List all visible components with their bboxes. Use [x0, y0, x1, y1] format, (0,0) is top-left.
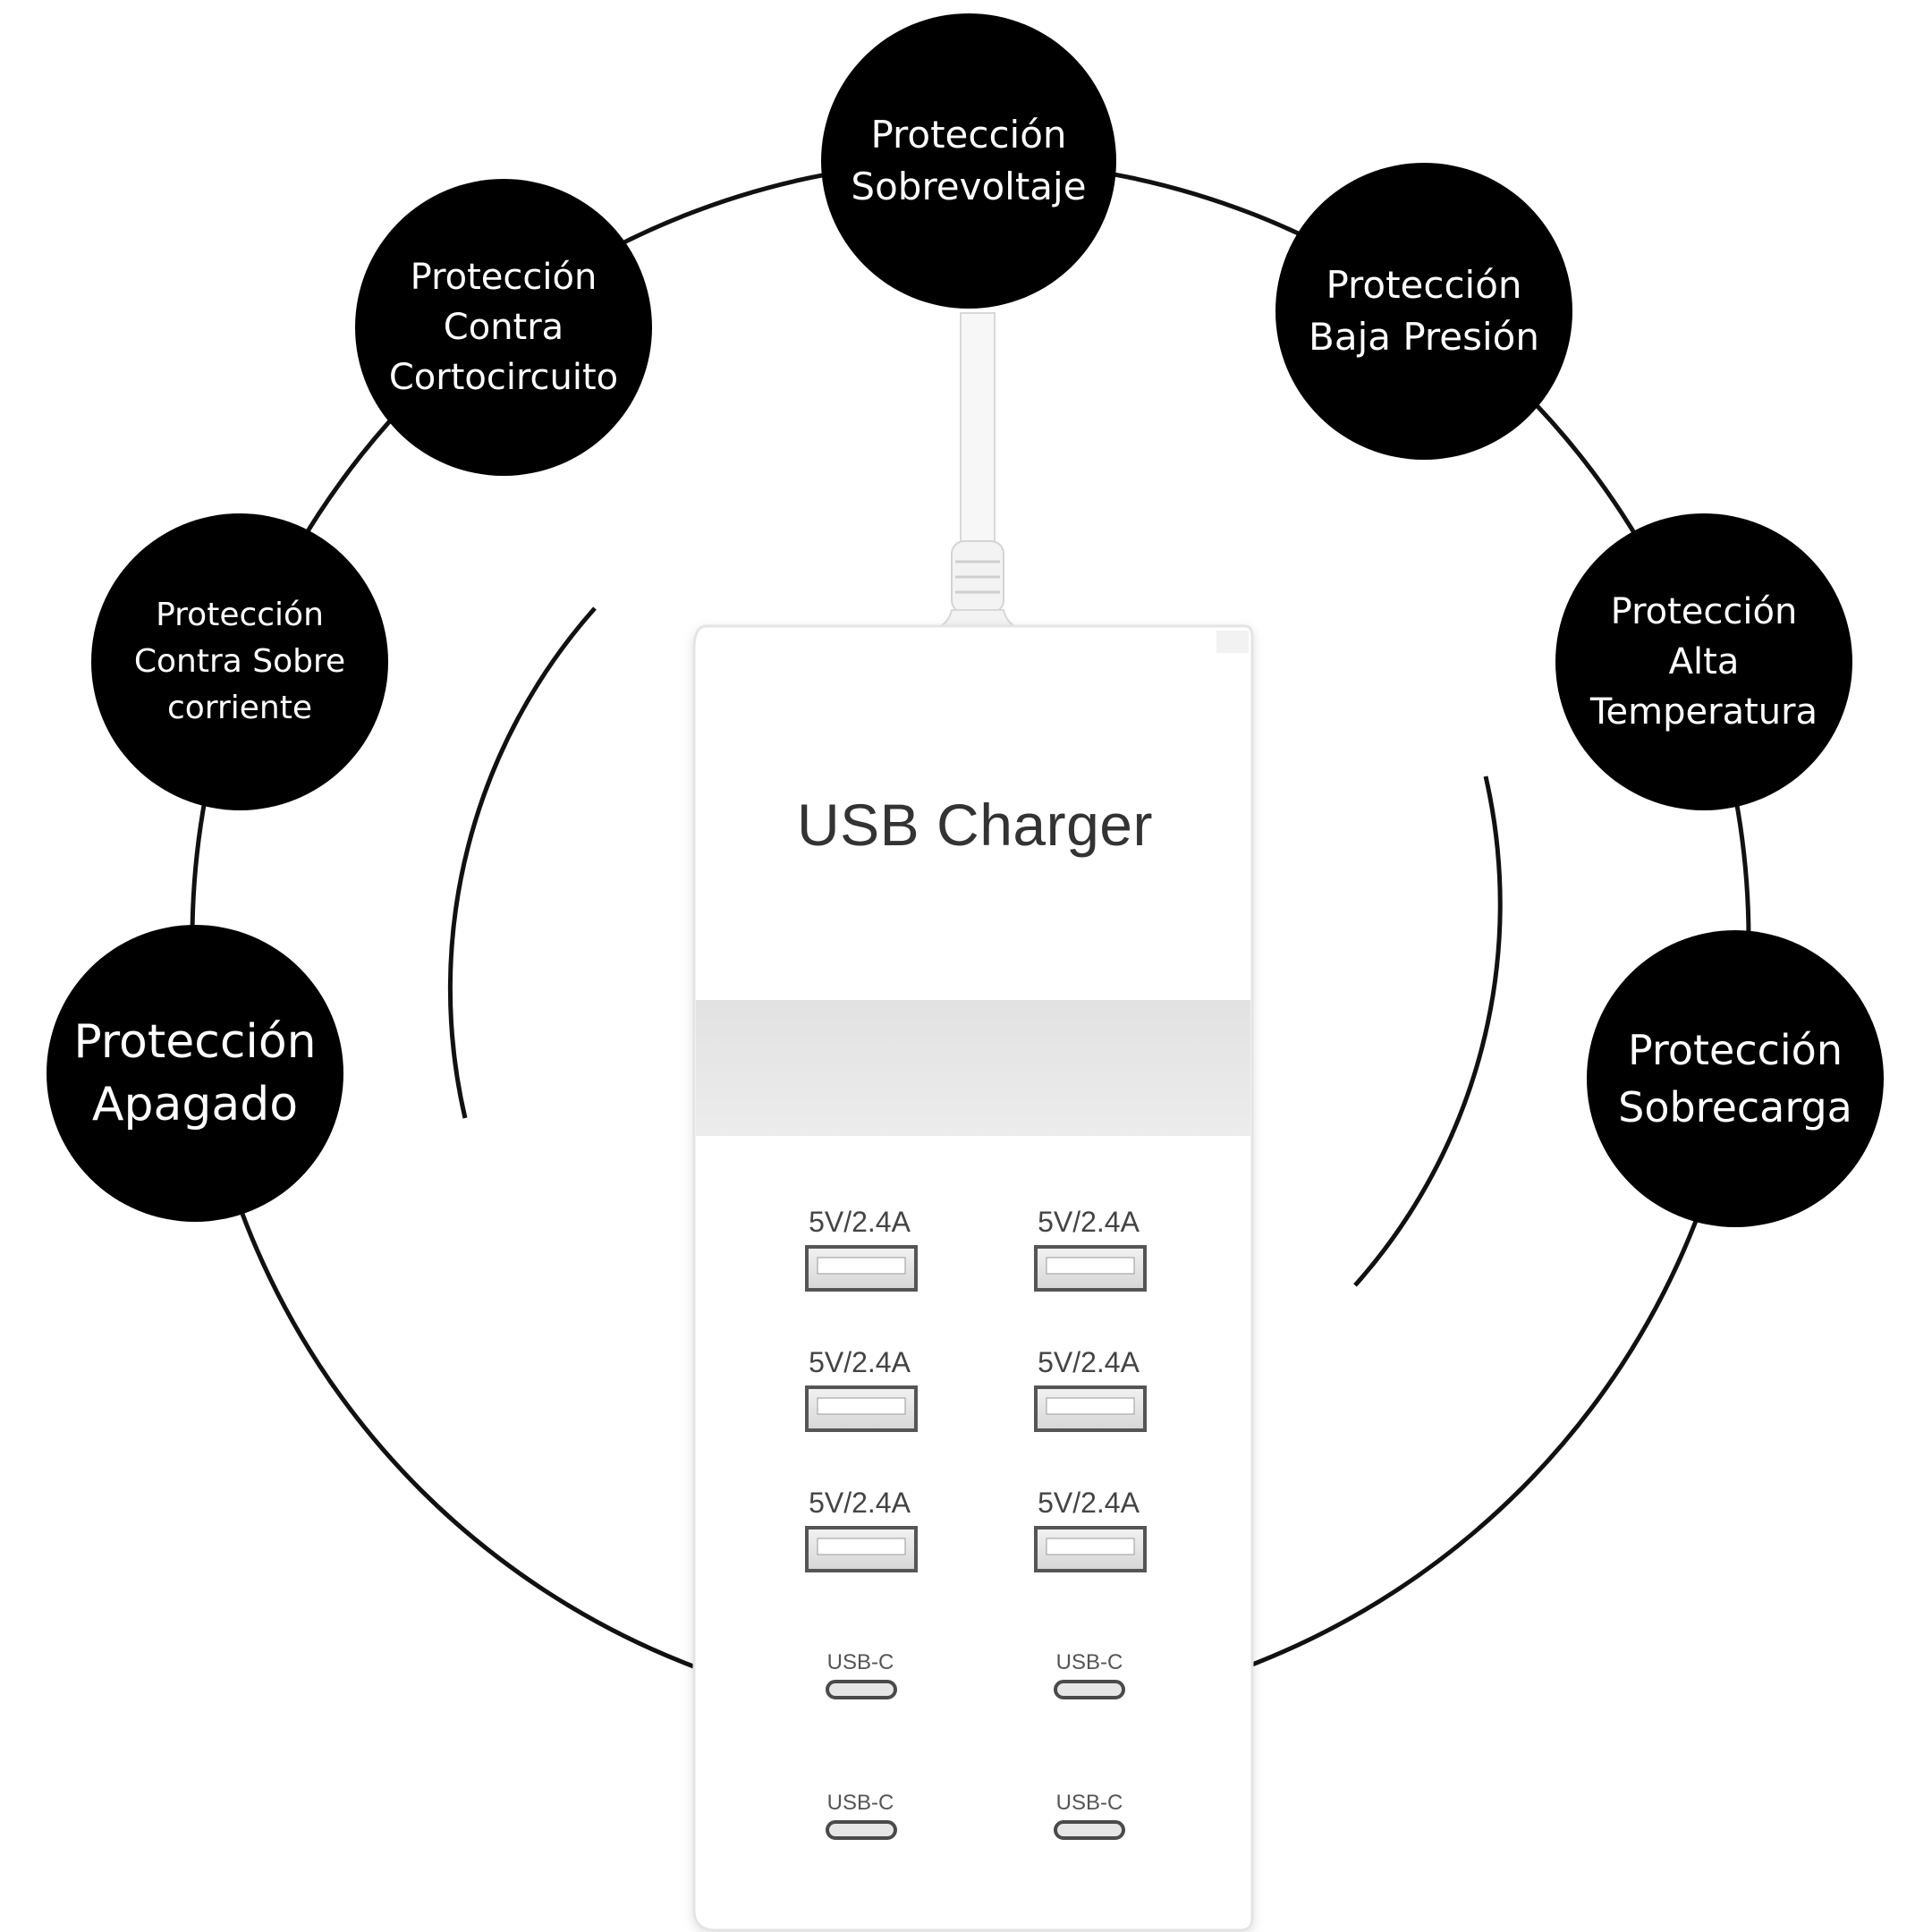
bubble-line: Protección [1610, 591, 1798, 632]
feature-bubble-sobrecarga: Protección Sobrecarga [1587, 930, 1884, 1227]
port-label: USB-C [827, 1791, 894, 1815]
usb-c-port-3: USB-C [826, 1791, 897, 1840]
charger-top-highlight [1216, 631, 1249, 653]
usb-a-port-1: 5V/2.4A [805, 1206, 918, 1292]
bubble-line: corriente [166, 690, 313, 726]
bubble-line: Alta [1668, 641, 1740, 682]
usb-c-port-2: USB-C [1054, 1650, 1125, 1699]
bubble-line: Protección [1326, 263, 1522, 307]
charger-band [696, 1000, 1250, 1136]
bubble-line: Protección [73, 1015, 317, 1069]
bubble-line: Contra Sobre [133, 643, 346, 680]
usb-a-port-4: 5V/2.4A [1034, 1346, 1147, 1432]
usb-a-port-5: 5V/2.4A [805, 1487, 918, 1572]
bubble-line: Protección [1628, 1026, 1843, 1074]
bubble-line: Temperatura [1589, 691, 1818, 733]
bubble-line: Protección [156, 597, 324, 633]
inner-arc-right [1353, 775, 1503, 1287]
feature-bubble-cortocircuito: Protección Contra Cortocircuito [355, 179, 652, 476]
usb-a-port-6: 5V/2.4A [1034, 1487, 1147, 1572]
port-label: USB-C [827, 1650, 894, 1674]
bubble-line: Sobrevoltaje [851, 165, 1087, 208]
bubble-line: Protección [410, 257, 597, 298]
charger-cable [929, 312, 1026, 631]
port-label: 5V/2.4A [809, 1206, 911, 1238]
port-label: 5V/2.4A [1038, 1206, 1140, 1238]
feature-bubble-apagado: Protección Apagado [47, 925, 343, 1222]
bubble-line: Contra [443, 307, 564, 348]
port-label: USB-C [1056, 1650, 1123, 1674]
usb-c-port-4: USB-C [1054, 1791, 1125, 1840]
feature-bubble-sobre-corriente: Protección Contra Sobre corriente [91, 513, 388, 810]
port-label: 5V/2.4A [1038, 1346, 1140, 1378]
bubble-line: Protección [870, 113, 1067, 157]
bubble-line: Baja Presión [1309, 315, 1539, 359]
feature-bubble-baja-presion: Protección Baja Presión [1275, 163, 1572, 460]
usb-c-port-1: USB-C [826, 1650, 897, 1699]
usb-a-port-2: 5V/2.4A [1034, 1206, 1147, 1292]
feature-bubble-alta-temperatura: Protección Alta Temperatura [1555, 513, 1852, 810]
charger-body [692, 624, 1254, 1932]
port-label: 5V/2.4A [809, 1487, 911, 1519]
inner-arc-left [447, 606, 597, 1119]
port-label: 5V/2.4A [1038, 1487, 1140, 1519]
port-label: 5V/2.4A [809, 1346, 911, 1378]
bubble-line: Cortocircuito [388, 357, 619, 398]
charger-title: USB Charger [797, 792, 1153, 858]
usb-a-port-3: 5V/2.4A [805, 1346, 918, 1432]
port-label: USB-C [1056, 1791, 1123, 1815]
bubble-line: Sobrecarga [1618, 1083, 1852, 1131]
feature-bubble-sobrevoltaje: Protección Sobrevoltaje [821, 13, 1116, 309]
bubble-line: Apagado [91, 1078, 299, 1131]
